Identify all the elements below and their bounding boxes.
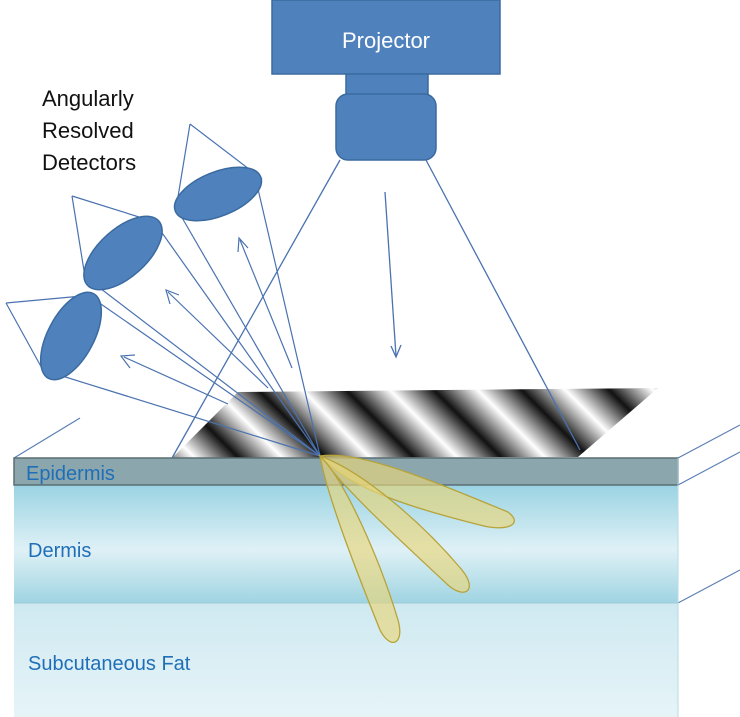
epidermis-label: Epidermis: [26, 463, 115, 485]
projector-beam: [171, 159, 581, 459]
projector: Projector: [271, 0, 501, 161]
detectors-label-line-1: Angularly: [42, 86, 134, 111]
reflected-arrows: [119, 236, 293, 405]
subcutaneous-fat-layer: [14, 603, 678, 717]
fringe-pattern: [172, 388, 658, 458]
detector-bottom: [39, 291, 103, 381]
subcutaneous-fat-label: Subcutaneous Fat: [28, 653, 191, 675]
scattering-lobes: [318, 454, 515, 643]
detector-top: [173, 166, 263, 222]
projector-body: [271, 0, 501, 75]
detectors-label-line-2: Resolved: [42, 118, 134, 143]
scatter-lobe-2: [318, 454, 470, 593]
detector-middle: [83, 215, 163, 291]
scatter-lobe-3: [318, 454, 401, 643]
detectors-label: Angularly Resolved Detectors: [42, 86, 136, 175]
incident-arrow: [384, 191, 402, 359]
projector-label: Projector: [342, 28, 430, 53]
detectors-label-line-3: Detectors: [42, 150, 136, 175]
projector-neck: [345, 73, 429, 97]
dermis-label: Dermis: [28, 540, 91, 562]
detectors: [39, 166, 263, 381]
projector-lens: [335, 93, 437, 161]
tissue-top-surface: [13, 417, 740, 604]
